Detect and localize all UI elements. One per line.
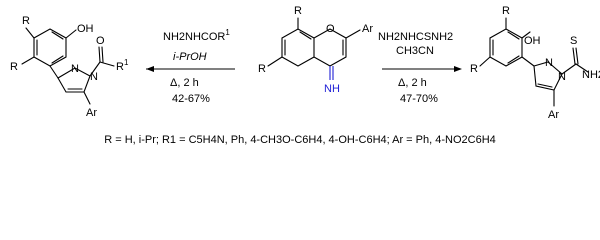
right-thio-s: S [570,35,577,47]
right-aryl-label: Ar [548,109,559,121]
right-oh-label: OH [524,35,541,47]
left-r-top: R [22,15,30,27]
left-r1-label: R1 [116,58,129,73]
left-arrow-head [146,66,154,72]
right-amine: NH2 [582,69,600,81]
right-arrow-head [454,66,462,72]
reaction-scheme: R R OH N N O R1 Ar NH2NHCOR1 i-PrOH Δ, 2… [10,5,600,146]
left-r-left: R [10,61,18,73]
right-n2-label: N [558,71,566,83]
left-oh-label: OH [77,23,94,35]
center-imine: NH [324,83,340,95]
center-aryl: Ar [362,23,373,35]
right-n1-label: N [545,57,553,69]
right-product-structure [479,17,589,107]
left-aryl-label: Ar [86,107,97,119]
right-r-top: R [502,5,510,17]
right-r-left: R [470,63,478,75]
left-yield: 42-67% [172,93,210,105]
center-structure [267,17,361,80]
left-reagent: NH2NHCOR1 [163,28,230,43]
left-carbonyl-o: O [96,35,105,47]
right-yield: 47-70% [400,93,438,105]
center-r-top: R [294,5,302,17]
right-reagent: NH2NHCSNH2 [378,31,453,43]
left-n1-label: N [71,63,79,75]
left-solvent: i-PrOH [173,51,207,63]
right-conditions: Δ, 2 h [398,77,427,89]
center-ring-o: O [326,23,335,35]
left-conditions: Δ, 2 h [170,77,199,89]
right-solvent: CH3CN [396,45,434,57]
left-n2-label: N [90,71,98,83]
substituent-legend: R = H, i-Pr; R1 = C5H4N, Ph, 4-CH3O-C6H4… [104,134,496,146]
center-r-left: R [258,63,266,75]
left-product-structure [21,27,115,105]
